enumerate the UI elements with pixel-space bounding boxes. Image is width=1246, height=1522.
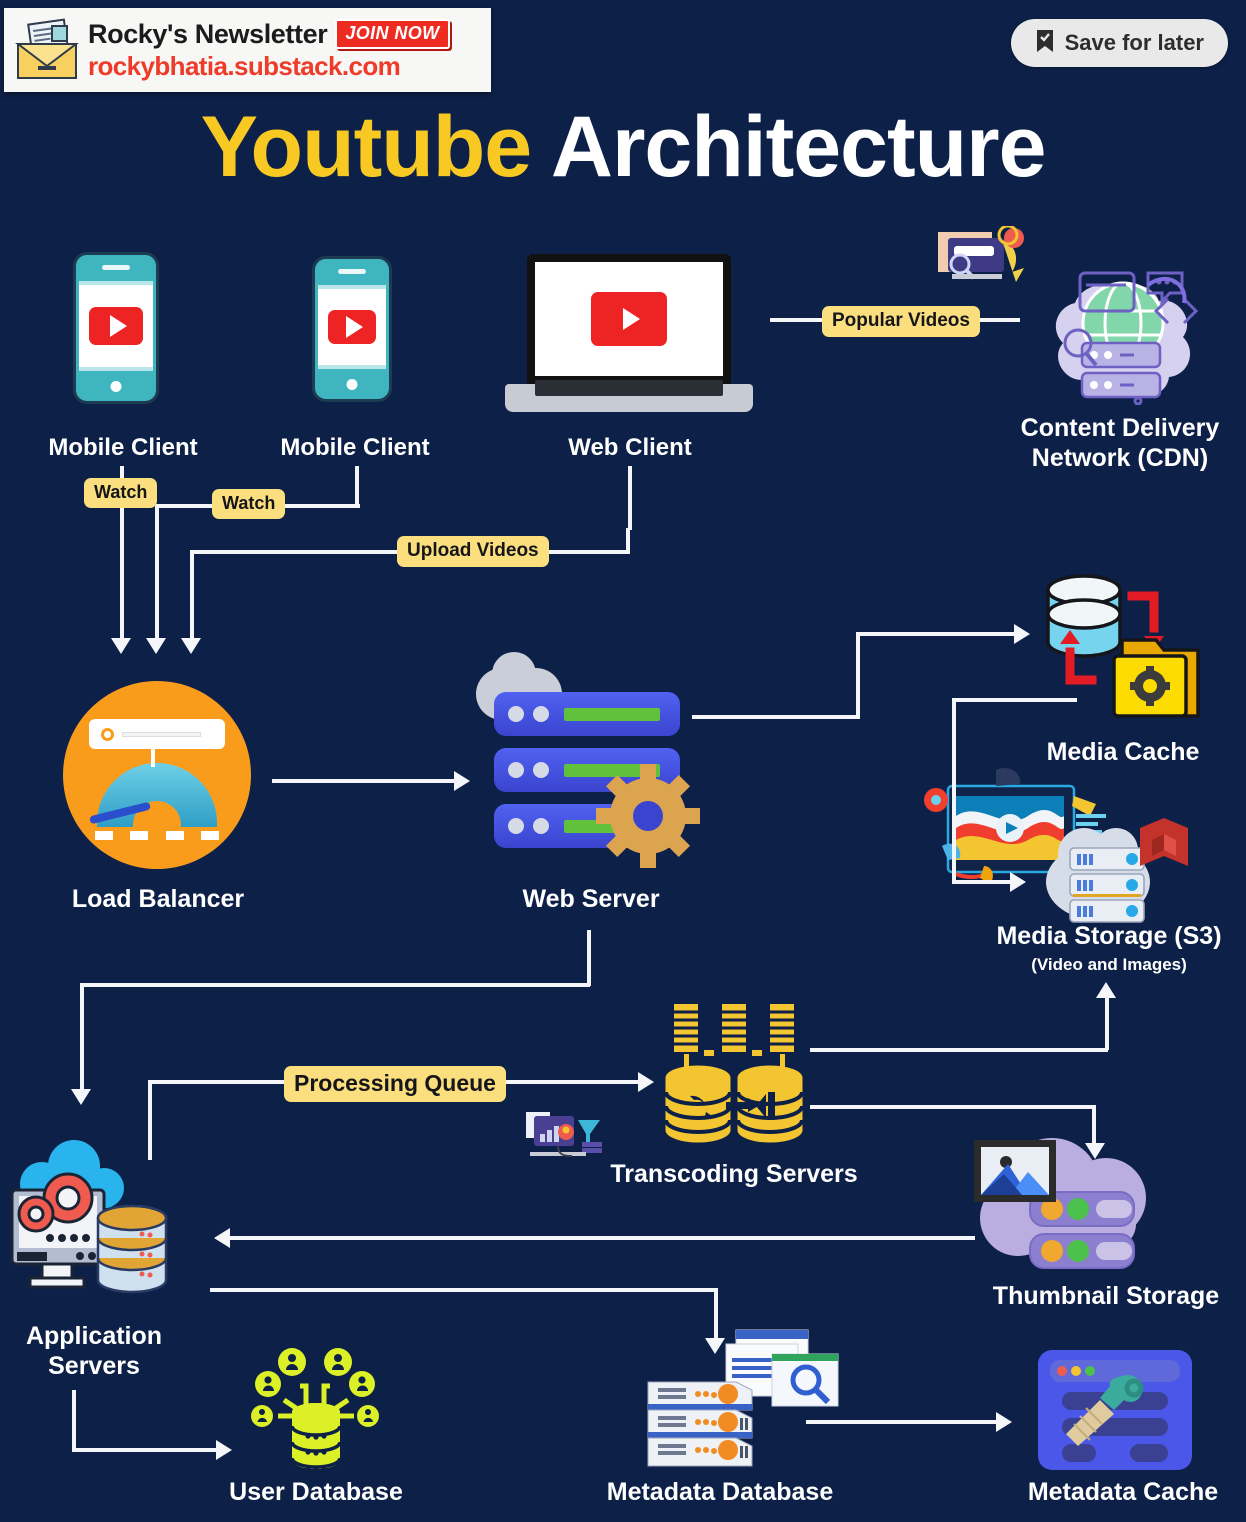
edge-mobile2-v2 [155, 504, 159, 642]
node-label-media-storage: Media Storage (S3) [996, 922, 1222, 950]
join-now-badge[interactable]: JOIN NOW [335, 19, 450, 49]
node-label-metadata-database: Metadata Database [606, 1478, 834, 1506]
edge-lb-to-webserver [272, 779, 458, 783]
video-editing-illustration-icon [924, 762, 1114, 902]
arrow-appservers-to-transcoding [638, 1072, 654, 1092]
newsletter-title: Rocky's Newsletter [88, 18, 328, 49]
arrow-mediacache-to-mediastorage [1010, 872, 1026, 892]
node-label-load-balancer: Load Balancer [71, 885, 245, 913]
image-cloud-servers-icon [966, 1134, 1166, 1286]
page-title-highlight: Youtube [200, 99, 533, 195]
page-title-rest: Architecture [531, 99, 1047, 195]
arrow-webserver-to-appservers [71, 1089, 91, 1105]
arrow-appservers-to-userdb [216, 1440, 232, 1460]
smartphone-youtube-icon [73, 252, 159, 404]
node-label-user-database: User Database [229, 1478, 403, 1506]
arrow-metadatadb-to-metadatacache [996, 1412, 1012, 1432]
node-label-mobile-client-1: Mobile Client [48, 434, 198, 461]
cloud-monitor-gears-database-icon [2, 1140, 202, 1310]
arrow-appservers-to-metadatadb [705, 1338, 725, 1354]
arrow-transcoding-to-thumbnail [1085, 1143, 1105, 1159]
node-label-metadata-cache: Metadata Cache [1027, 1478, 1219, 1506]
edge-tc-thumb-h [810, 1105, 1096, 1109]
edge-app-meta-h [210, 1288, 718, 1292]
edge-upload-v1 [626, 528, 630, 552]
edge-ws-app-v1 [587, 930, 591, 986]
edge-mobile1-down [120, 466, 124, 642]
arrow-thumbnail-to-appservers [214, 1228, 230, 1248]
arrow-mobile2-to-lb [146, 638, 166, 654]
edge-webserver-mc-h2 [856, 632, 1018, 636]
node-label-transcoding-servers: Transcoding Servers [610, 1160, 858, 1188]
bookmark-check-icon [1035, 29, 1055, 58]
edge-app-user-h [72, 1448, 220, 1452]
newsletter-url[interactable]: rockybhatia.substack.com [88, 50, 401, 81]
edge-mc-ms-h1 [952, 698, 1077, 702]
edge-thumb-to-app-h [230, 1236, 975, 1240]
edge-app-user-v [72, 1390, 76, 1452]
transcoding-database-icon [660, 1000, 808, 1148]
save-for-later-button[interactable]: Save for later [1010, 19, 1228, 67]
dashboard-funnel-icon [524, 1106, 606, 1162]
newsletter-envelope-icon [12, 18, 82, 82]
edge-web-client-down [628, 466, 632, 530]
aws-s3-cloud-servers-icon [1040, 810, 1190, 930]
arrow-mobile1-to-lb [111, 638, 131, 654]
edge-tc-ms-v [1105, 996, 1109, 1050]
node-label-thumbnail-storage: Thumbnail Storage [992, 1282, 1220, 1310]
arrow-upload-to-lb [181, 638, 201, 654]
edge-label-watch-2: Watch [212, 489, 286, 519]
users-database-icon [248, 1340, 384, 1480]
newsletter-banner[interactable]: Rocky's Newsletter JOIN NOW rockybhatia.… [4, 8, 491, 92]
laptop-youtube-icon [505, 254, 753, 412]
edge-app-meta-v [714, 1288, 718, 1342]
edge-mobile2-v1 [355, 466, 359, 506]
edge-webserver-mc-v [856, 632, 860, 719]
edge-mc-ms-h2 [952, 880, 1014, 884]
edge-ws-app-v2 [80, 983, 84, 1093]
edge-meta-cache-h [806, 1420, 1000, 1424]
node-sublabel-media-storage: (Video and Images) [1031, 955, 1187, 974]
edge-label-popular-videos: Popular Videos [822, 306, 980, 337]
smartphone-youtube-icon [312, 256, 392, 402]
search-analytics-illustration-icon [930, 224, 1040, 294]
edge-tc-ms-h [810, 1048, 1108, 1052]
node-label-media-cache: Media Cache [1046, 738, 1200, 766]
database-folder-gear-icon [1036, 570, 1201, 730]
edge-label-upload-videos: Upload Videos [397, 536, 549, 567]
edge-app-tc-v [148, 1080, 152, 1160]
arrow-webserver-to-mediacache [1014, 624, 1030, 644]
edge-label-watch-1: Watch [84, 478, 158, 508]
node-label-application-servers: Application Servers [25, 1322, 163, 1380]
node-label-cdn: Content Delivery Network (CDN) [1020, 414, 1220, 472]
server-documents-search-icon [640, 1328, 850, 1478]
window-brush-icon [1036, 1348, 1194, 1472]
arrow-transcoding-to-mediastorage [1096, 982, 1116, 998]
cdn-globe-servers-icon [1020, 225, 1225, 406]
edge-mc-ms-v [952, 698, 956, 884]
edge-ws-app-h [80, 983, 590, 987]
load-balancer-gauge-icon [63, 681, 251, 869]
edge-webserver-mc-h1 [692, 715, 860, 719]
arrow-lb-to-webserver [454, 771, 470, 791]
edge-tc-thumb-v [1092, 1105, 1096, 1147]
edge-upload-v2 [190, 550, 194, 642]
page-title: Youtube Architecture [0, 104, 1246, 190]
edge-label-processing-queue: Processing Queue [284, 1066, 506, 1102]
save-for-later-label: Save for later [1064, 30, 1204, 55]
node-label-mobile-client-2: Mobile Client [280, 434, 430, 461]
node-label-web-client: Web Client [568, 434, 692, 461]
server-racks-gear-icon [476, 652, 700, 868]
node-label-web-server: Web Server [522, 885, 660, 913]
